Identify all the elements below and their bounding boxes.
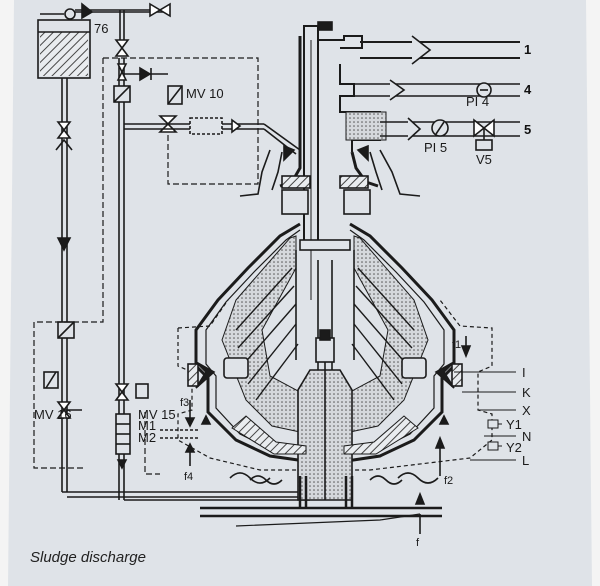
label-pi5: PI 5 — [424, 140, 447, 155]
label-mv16: MV 16 — [34, 407, 72, 422]
label-v5: V5 — [476, 152, 492, 167]
label-tank: 76 — [94, 21, 108, 36]
valve-icon — [56, 121, 72, 139]
label-m1: M1 — [138, 418, 156, 433]
top-housing — [239, 21, 421, 215]
label-leaders — [454, 371, 516, 461]
label-pi4: PI 4 — [466, 94, 489, 109]
flow-meter-box — [189, 117, 223, 135]
label-X: X — [522, 403, 531, 418]
label-port-4: 4 — [524, 82, 532, 97]
label-mv15: MV 15 — [138, 407, 176, 422]
mv15-box — [135, 383, 149, 399]
paper-sheet — [8, 0, 592, 586]
outlet-lines — [354, 35, 520, 151]
valve-icon — [114, 383, 130, 401]
tank-76 — [37, 19, 91, 79]
label-I: I — [522, 365, 526, 380]
separator-bowl — [177, 25, 493, 501]
flow-arrow-icon — [81, 2, 94, 20]
label-f: f — [416, 537, 420, 549]
valve-icon — [114, 39, 130, 57]
label-L: L — [522, 453, 529, 468]
label-f3: f3 — [180, 397, 189, 409]
label-Y2: Y2 — [506, 440, 522, 455]
check-valve-icon — [139, 66, 152, 82]
label-f1: f1 — [452, 339, 461, 351]
label-port-5: 5 — [524, 122, 531, 137]
check-valve-icon — [231, 118, 242, 134]
sludge-discharge-lines — [200, 336, 472, 534]
label-f4: f4 — [184, 471, 193, 483]
valve-icon — [149, 2, 171, 18]
caption: Sludge discharge — [30, 549, 146, 566]
label-K: K — [522, 385, 531, 400]
flow-arrow-icon — [116, 459, 128, 470]
label-f2: f2 — [444, 475, 453, 487]
label-Y1: Y1 — [506, 417, 522, 432]
label-port-1: 1 — [524, 42, 531, 57]
valve-icon — [116, 63, 128, 81]
label-mv10: MV 10 — [186, 86, 224, 101]
control-line-dashed — [33, 57, 259, 475]
label-m2: M2 — [138, 430, 156, 445]
flow-arrow-icon — [56, 237, 72, 252]
tank-float-icon — [64, 8, 76, 20]
label-N: N — [522, 429, 531, 444]
